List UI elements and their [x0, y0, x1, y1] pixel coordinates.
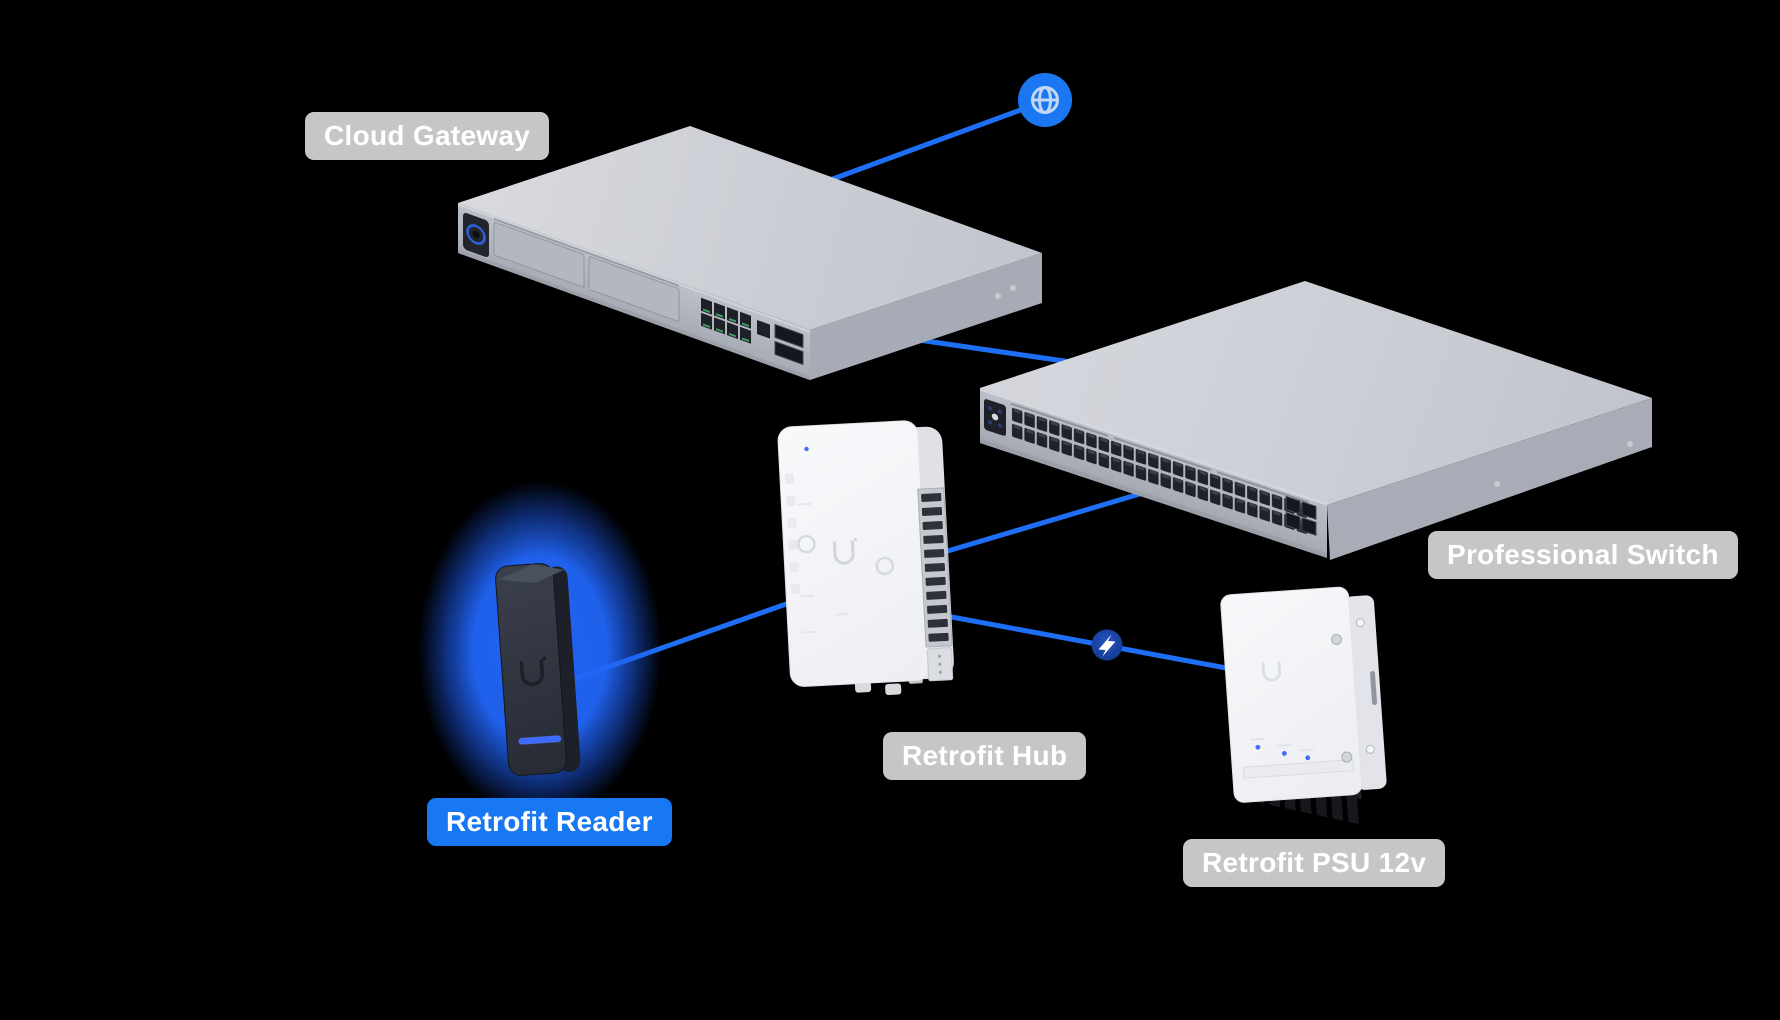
reader-logo: [519, 659, 545, 687]
retrofit-psu-device: [1220, 586, 1387, 824]
lightning-bolt-icon: [1098, 634, 1116, 657]
line-gateway-switch: [895, 334, 1081, 366]
psu-logo: [1261, 661, 1282, 682]
gateway-wan-port: [757, 319, 770, 339]
internet-badge: [1018, 73, 1072, 127]
gateway-drive-bay: [493, 222, 585, 288]
cloud-gateway-device: [458, 126, 1042, 381]
psu-status-led: [1281, 750, 1287, 756]
hub-logo: [832, 540, 855, 565]
line-gateway-internet: [827, 98, 1048, 183]
label-professional-switch: Professional Switch: [1428, 531, 1738, 579]
gateway-sfp-port: [774, 323, 804, 349]
globe-icon: [1031, 86, 1059, 114]
power-badge: [1091, 629, 1123, 661]
hub-status-led: [804, 446, 809, 452]
line-hub-switch: [938, 487, 1156, 556]
switch-sfp-ports: [1285, 495, 1317, 536]
label-cloud-gateway: Cloud Gateway: [305, 112, 550, 160]
gateway-drive-bay: [588, 256, 680, 322]
line-hub-psu: [938, 612, 1240, 673]
retrofit-reader-device: [495, 563, 581, 776]
retrofit-hub-device: [777, 420, 954, 696]
psu-status-led: [1255, 744, 1261, 750]
label-retrofit-psu: Retrofit PSU 12v: [1183, 839, 1446, 887]
switch-port-array: [1011, 407, 1308, 535]
professional-switch-device: [980, 281, 1652, 560]
label-retrofit-hub: Retrofit Hub: [883, 732, 1087, 780]
label-retrofit-reader: Retrofit Reader: [427, 798, 672, 846]
psu-status-led: [1305, 755, 1311, 761]
reader-led-bar: [518, 735, 562, 745]
gateway-sfp-port: [774, 340, 804, 366]
